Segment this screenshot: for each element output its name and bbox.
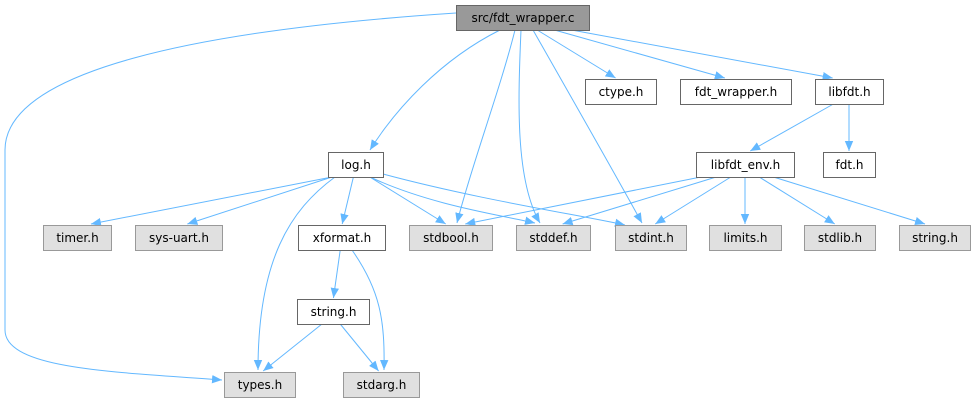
- edge-root-to-log: [369, 29, 501, 151]
- node-label: fdt_wrapper.h: [695, 85, 778, 99]
- edge-xformat-to-string_loc: [330, 249, 341, 299]
- node-log[interactable]: log.h: [328, 152, 384, 178]
- edge-log-to-sysuart: [187, 176, 333, 225]
- node-box: [696, 152, 795, 178]
- node-box: [823, 152, 876, 178]
- edge-libfdt_env-to-stddef: [562, 176, 717, 226]
- node-box: [135, 225, 223, 251]
- node-box: [804, 225, 876, 251]
- node-label: libfdt.h: [828, 85, 870, 99]
- node-box: [680, 79, 792, 105]
- node-label: string.h: [311, 305, 357, 319]
- edge-string_loc-to-stdarg: [339, 323, 379, 372]
- edge-libfdt-to-libfdt_env: [749, 103, 834, 152]
- node-timer: timer.h: [43, 225, 112, 251]
- node-string-loc[interactable]: string.h: [297, 299, 370, 325]
- node-label: timer.h: [56, 231, 98, 245]
- node-types: types.h: [224, 372, 296, 398]
- edge-log-to-timer: [90, 176, 333, 227]
- edge-libfdt_env-to-stdint: [654, 176, 732, 225]
- edge-root-to-ctype: [536, 29, 616, 79]
- node-box: [328, 152, 384, 178]
- edge-log-to-stddef: [369, 176, 536, 225]
- node-fdt[interactable]: fdt.h: [823, 152, 876, 178]
- node-label: sys-uart.h: [149, 231, 209, 245]
- node-box: [615, 225, 687, 251]
- node-libfdt-env[interactable]: libfdt_env.h: [696, 152, 795, 178]
- edge-xformat-to-stdarg: [351, 249, 389, 371]
- node-label: stdint.h: [628, 231, 674, 245]
- node-label: log.h: [341, 158, 371, 172]
- edge-libfdt_env-to-string_sys: [773, 176, 926, 226]
- node-label: xformat.h: [313, 231, 372, 245]
- node-stdint: stdint.h: [615, 225, 687, 251]
- node-label: libfdt_env.h: [711, 158, 780, 172]
- node-box: [709, 225, 782, 251]
- node-label: stdlib.h: [818, 231, 862, 245]
- edge-root-to-stdint: [532, 29, 643, 224]
- edge-root-to-libfdt: [571, 29, 833, 81]
- node-string-sys: string.h: [899, 225, 971, 251]
- edge-libfdt_env-to-stdlib: [758, 176, 836, 225]
- node-ctype[interactable]: ctype.h: [585, 79, 657, 105]
- edge-string_loc-to-types: [262, 323, 323, 372]
- node-limits: limits.h: [709, 225, 782, 251]
- node-box: [298, 225, 386, 251]
- node-xformat[interactable]: xformat.h: [298, 225, 386, 251]
- node-fdt-wrapper-h[interactable]: fdt_wrapper.h: [680, 79, 792, 105]
- node-label: stddef.h: [529, 231, 577, 245]
- node-label: limits.h: [723, 231, 767, 245]
- node-box: [516, 225, 591, 251]
- node-stddef: stddef.h: [516, 225, 591, 251]
- node-label: types.h: [238, 378, 282, 392]
- edge-root-to-fdt_wrapper_h: [554, 29, 725, 80]
- node-box: [409, 225, 493, 251]
- edge-root-to-types: [4, 12, 457, 384]
- node-stdarg: stdarg.h: [343, 372, 420, 398]
- node-stdlib: stdlib.h: [804, 225, 876, 251]
- node-label: src/fdt_wrapper.c: [471, 11, 574, 25]
- node-sysuart: sys-uart.h: [135, 225, 223, 251]
- edge-libfdt_env-to-stdbool: [465, 176, 701, 227]
- edge-log-to-stdbool: [369, 176, 447, 225]
- node-box: [815, 79, 884, 105]
- node-label: stdbool.h: [423, 231, 479, 245]
- edges: [4, 12, 926, 384]
- node-stdbool: stdbool.h: [409, 225, 493, 251]
- edge-log-to-xformat: [340, 176, 354, 225]
- node-box: [456, 5, 590, 31]
- edge-log-to-stdint: [382, 173, 626, 227]
- node-label: string.h: [912, 231, 958, 245]
- node-root[interactable]: src/fdt_wrapper.c: [456, 5, 590, 31]
- node-label: stdarg.h: [357, 378, 407, 392]
- edge-root-to-stdbool: [455, 29, 516, 224]
- node-box: [343, 372, 420, 398]
- node-label: ctype.h: [599, 85, 644, 99]
- node-box: [899, 225, 971, 251]
- node-box: [585, 79, 657, 105]
- node-box: [297, 299, 370, 325]
- edge-log-to-types: [253, 176, 336, 371]
- edge-root-to-stddef: [518, 29, 541, 224]
- node-box: [43, 225, 112, 251]
- node-label: fdt.h: [836, 158, 864, 172]
- node-box: [224, 372, 296, 398]
- node-libfdt[interactable]: libfdt.h: [815, 79, 884, 105]
